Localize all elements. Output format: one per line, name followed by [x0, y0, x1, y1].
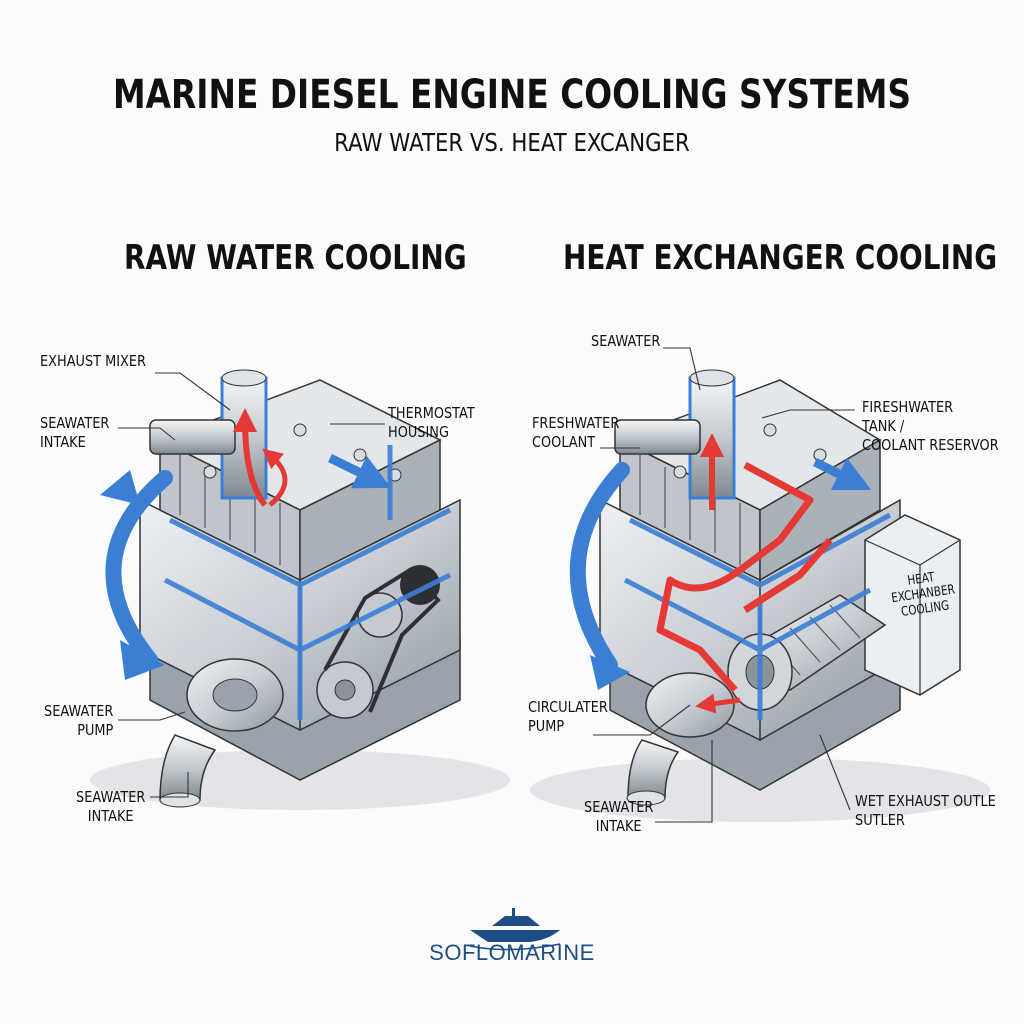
page-subtitle: RAW WATER VS. HEAT EXCANGER	[334, 128, 690, 157]
label-wet-exhaust-outlet: WET EXHAUST OUTLE SUTLER	[855, 792, 996, 829]
label-seawater-intake-top: SEAWATER INTAKE	[40, 414, 110, 451]
label-thermostat-housing: THERMOSTAT HOUSING	[388, 404, 475, 441]
label-seawater-pump: SEAWATER PUMP	[44, 702, 114, 739]
brand-boat-icon	[469, 908, 561, 951]
label-seawater-intake-bottom: SEAWATER INTAKE	[76, 788, 146, 825]
right-section-heading: HEAT EXCHANGER COOLING	[563, 238, 998, 278]
raw-water-engine	[90, 369, 510, 810]
brand-name: SOFLOMARINE	[429, 940, 595, 965]
heat-exchanger-box-label: HEAT EXCHANBER COOLING	[890, 570, 956, 620]
heat-exchanger-engine	[530, 369, 990, 822]
left-section-heading: RAW WATER COOLING	[124, 238, 467, 278]
label-exhaust-mixer: EXHAUST MIXER	[40, 352, 147, 370]
label-seawater-intake-right: SEAWATER INTAKE	[584, 798, 654, 835]
label-seawater: SEAWATER	[591, 332, 661, 350]
label-freshwater-tank: FIRESHWATER TANK / COOLANT RESERVOR	[862, 398, 999, 454]
label-circulater-pump: CIRCULATER PUMP	[528, 698, 608, 735]
page-title: MARINE DIESEL ENGINE COOLING SYSTEMS	[113, 72, 911, 118]
label-freshwater-coolant: FRESHWATER COOLANT	[532, 414, 620, 451]
